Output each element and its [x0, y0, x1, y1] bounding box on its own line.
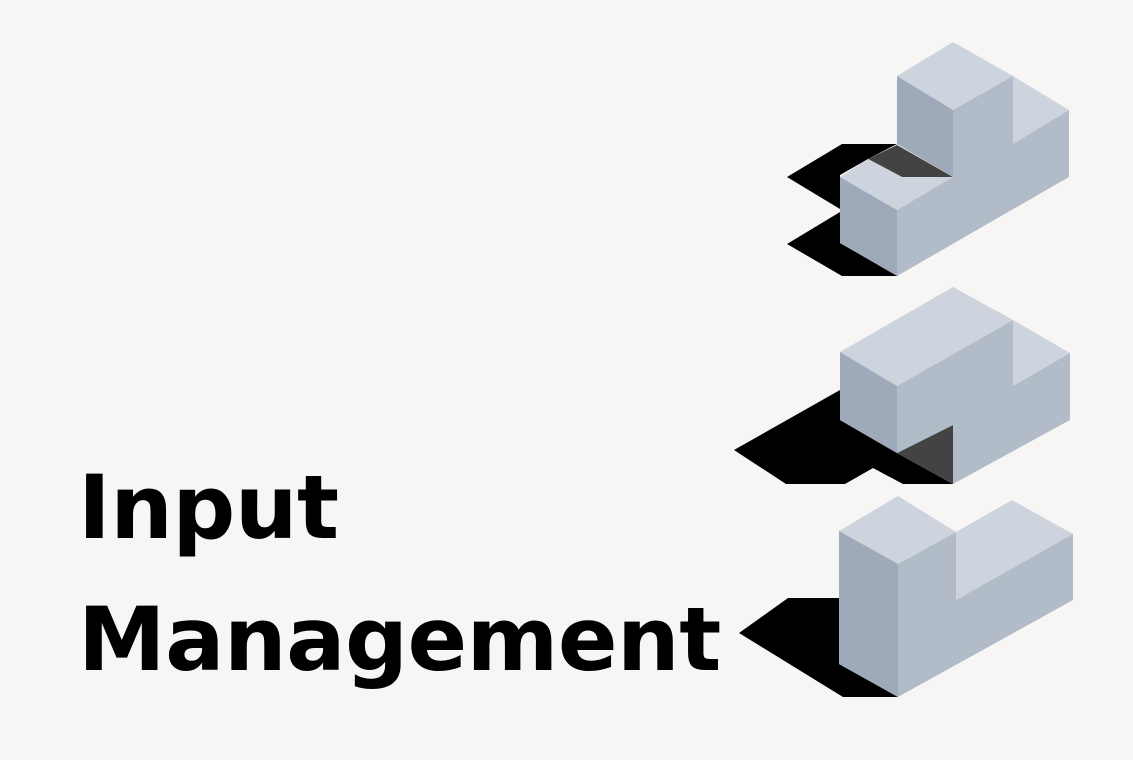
page-title: Input Management [78, 442, 721, 706]
title-line-1: Input [78, 456, 339, 559]
isometric-block-middle [734, 287, 1070, 484]
isometric-block-bottom [739, 496, 1073, 697]
title-line-2: Management [78, 588, 721, 691]
isometric-block-top [787, 42, 1069, 276]
